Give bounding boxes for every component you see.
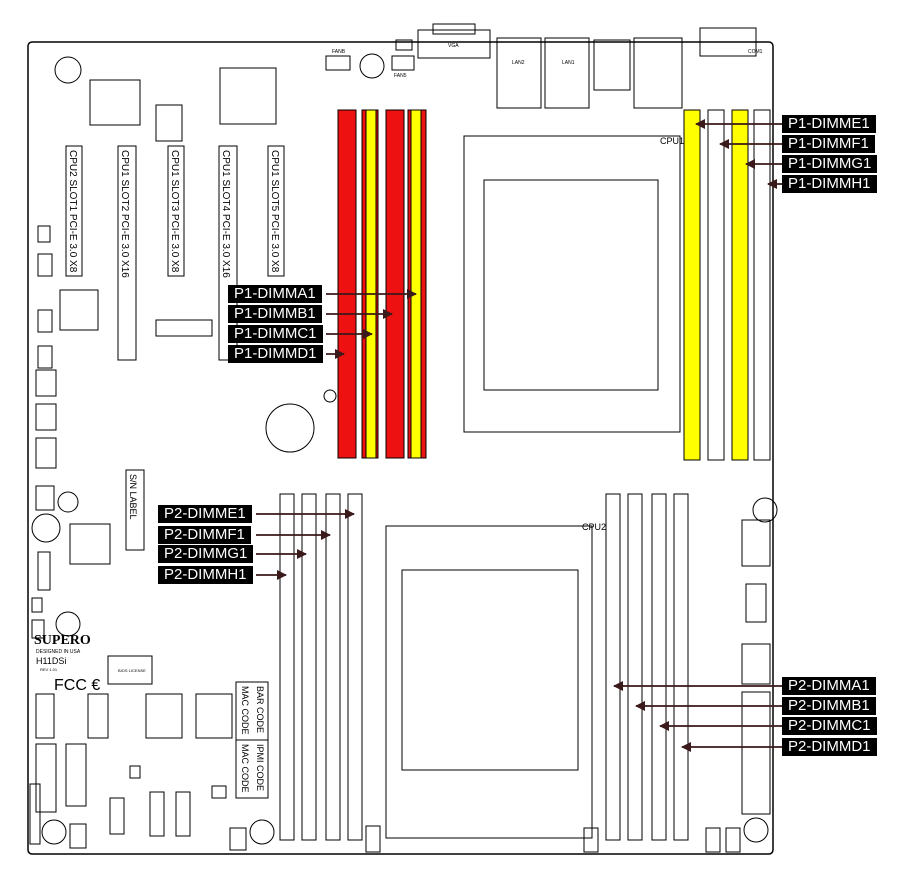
label-p2-dimmh1: P2-DIMMH1	[158, 566, 253, 584]
pcie-slot-5	[267, 145, 285, 277]
vga-text: VGA	[448, 43, 459, 49]
com1-port	[699, 27, 757, 57]
label-p2-dimma1: P2-DIMMA1	[782, 677, 876, 695]
bios-license-text: BIOS LICENSE	[118, 668, 146, 673]
pcie-slot-5-label: CPU1 SLOT5 PCI-E 3.0 X8	[269, 150, 280, 273]
sn-label-text: S/N LABEL	[128, 474, 138, 520]
m2-slot	[155, 319, 213, 337]
cert-marks: FCC €	[54, 677, 100, 694]
label-p2-dimmf1: P2-DIMMF1	[158, 526, 251, 544]
ipmi-lan-port	[633, 37, 683, 109]
dimm-p1-c1	[365, 109, 377, 459]
dimm-p2-right-1	[627, 493, 643, 841]
sn-label-box	[125, 469, 145, 551]
label-p1-dimmg1: P1-DIMMG1	[782, 155, 878, 173]
pcie-slot-2-label: CPU1 SLOT2 PCI-E 3.0 X16	[119, 150, 130, 278]
revision-text: REV 1.01	[40, 667, 58, 672]
label-p2-dimmg1: P2-DIMMG1	[158, 545, 254, 563]
usb-port	[593, 39, 631, 91]
code-boxes	[235, 681, 269, 799]
dimm-p2-left-0	[279, 493, 295, 841]
lan1-port	[544, 37, 590, 109]
dimm-p2-left-1	[301, 493, 317, 841]
dimm-p2-right-3	[673, 493, 689, 841]
pcie-slot-2	[117, 145, 137, 361]
lan1-text: LAN1	[562, 60, 575, 66]
rear-io	[54, 23, 778, 523]
vga-port	[417, 29, 491, 59]
label-p1-dimmc1: P1-DIMMC1	[228, 325, 323, 343]
cpu2-socket	[385, 525, 593, 839]
pcie-slot-4-label: CPU1 SLOT4 PCI-E 3.0 X16	[220, 150, 231, 278]
fan-b-text: FAN5	[394, 73, 407, 79]
lan2-port	[496, 37, 542, 109]
label-p2-dimmb1: P2-DIMMB1	[782, 697, 876, 715]
dimm-p1-e1	[683, 109, 701, 461]
dimm-p2-right-0	[605, 493, 621, 841]
dimm-slots	[279, 109, 771, 841]
dimm-p1-g1	[731, 109, 749, 461]
dimm-p1-b1	[385, 109, 405, 459]
dimm-p1-h1	[753, 109, 771, 461]
chips-top-left	[59, 67, 277, 331]
dimm-p1-f1	[707, 109, 725, 461]
mac-code-text: MAC CODE	[240, 686, 250, 735]
pcie-slots	[65, 145, 285, 361]
pcie-slot-3-label: CPU1 SLOT3 PCI-E 3.0 X8	[169, 150, 180, 273]
label-p1-dimmd1: P1-DIMMD1	[228, 345, 323, 363]
model-text: H11DSi	[36, 656, 66, 666]
dimm-arrows	[256, 119, 784, 752]
label-p1-dimme1: P1-DIMME1	[782, 115, 876, 133]
cpu2-label: CPU2	[582, 522, 606, 532]
cpu1-socket	[463, 135, 681, 433]
label-p2-dimme1: P2-DIMME1	[158, 505, 252, 523]
pcie-slot-1	[65, 145, 83, 277]
label-p1-dimmb1: P1-DIMMB1	[228, 305, 322, 323]
label-p1-dimmf1: P1-DIMMF1	[782, 135, 875, 153]
battery	[265, 403, 315, 453]
supermicro-logo: SUPERO	[34, 633, 91, 648]
ipmi-code-text: IPMI CODE	[255, 744, 265, 791]
dimm-p1-a1	[410, 109, 422, 459]
dimm-p2-right-2	[651, 493, 667, 841]
mac-code2-text: MAC CODE	[240, 744, 250, 793]
com1-text: COM1	[748, 49, 763, 55]
cpu1-label: CPU1	[660, 136, 684, 146]
lan2-text: LAN2	[512, 60, 525, 66]
dimm-p2-left-3	[347, 493, 363, 841]
label-p2-dimmd1: P2-DIMMD1	[782, 738, 877, 756]
label-p2-dimmc1: P2-DIMMC1	[782, 717, 877, 735]
dimm-p1-d1	[337, 109, 357, 459]
designed-in-text: DESIGNED IN USA	[36, 649, 81, 655]
fan-a-text: FANB	[332, 49, 346, 55]
pcie-slot-3	[167, 145, 185, 277]
dimm-p2-left-2	[325, 493, 341, 841]
pcie-slot-1-label: CPU2 SLOT1 PCI-E 3.0 X8	[67, 150, 78, 273]
label-p1-dimmh1: P1-DIMMH1	[782, 175, 877, 193]
left-headers	[29, 225, 771, 853]
bar-code-text: BAR CODE	[255, 686, 265, 733]
label-p1-dimma1: P1-DIMMA1	[228, 285, 322, 303]
